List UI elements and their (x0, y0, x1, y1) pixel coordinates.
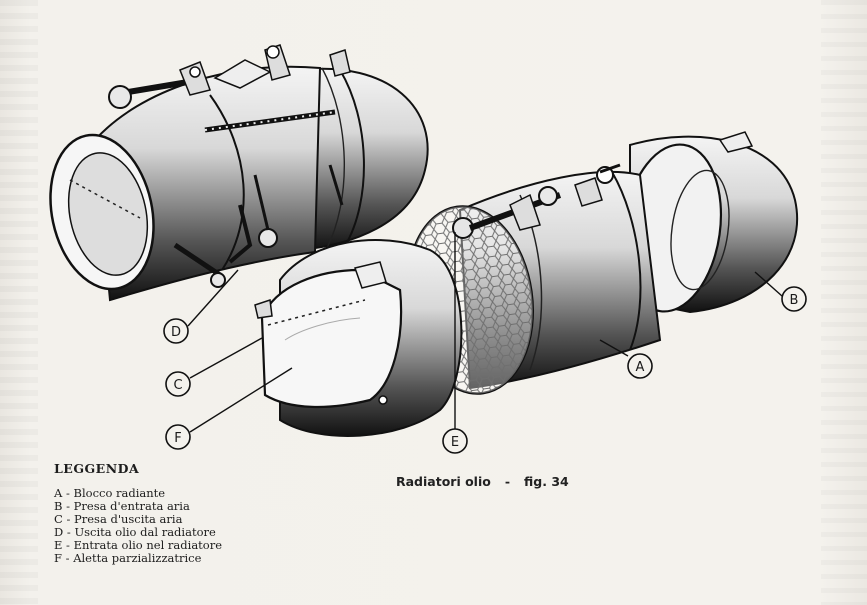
callout-e: E (442, 428, 468, 454)
legend-item-e: E - Entrata olio nel radiatore (54, 538, 223, 552)
legend-item-c: C - Presa d'uscita aria (54, 512, 183, 526)
legend-item-d: D - Uscita olio dal radiatore (54, 525, 216, 539)
legend-item-a: A - Blocco radiante (54, 486, 166, 500)
legend-text: Presa d'entrata aria (73, 499, 190, 513)
caption-figure-number: fig. 34 (524, 474, 569, 489)
svg-text:A: A (636, 360, 645, 375)
legend-item-f: F - Aletta parzializzatrice (54, 551, 202, 565)
caption-title: Radiatori olio (396, 474, 491, 489)
svg-text:B: B (790, 293, 799, 308)
legend-text: Blocco radiante (73, 486, 166, 500)
legend-key: E (54, 538, 63, 552)
svg-text:F: F (174, 431, 181, 446)
leader-lines (187, 232, 783, 433)
legend: LEGGENDA A - Blocco radiante B - Presa d… (54, 462, 314, 565)
right-margin-bleed (821, 0, 867, 605)
legend-text: Uscita olio dal radiatore (74, 525, 216, 539)
legend-title: LEGGENDA (54, 461, 140, 476)
assembled-radiator (49, 44, 429, 302)
legend-key: C (54, 512, 63, 526)
callout-b: B (781, 286, 807, 312)
svg-text:C: C (173, 378, 182, 393)
svg-text:E: E (451, 435, 459, 450)
exploded-radiator (254, 131, 799, 438)
left-margin-bleed (0, 0, 38, 605)
legend-key: A (54, 486, 63, 500)
callout-c: C (165, 371, 191, 397)
figure-caption: Radiatori olio-fig. 34 (396, 474, 569, 489)
legend-item-b: B - Presa d'entrata aria (54, 499, 190, 513)
legend-key: D (54, 525, 64, 539)
caption-separator: - (504, 474, 511, 489)
callout-d: D (163, 318, 189, 344)
legend-key: B (54, 499, 63, 513)
legend-text: Aletta parzializzatrice (73, 551, 202, 565)
legend-text: Entrata olio nel radiatore (73, 538, 223, 552)
callout-f: F (165, 424, 191, 450)
legend-text: Presa d'uscita aria (74, 512, 183, 526)
svg-text:D: D (171, 325, 181, 340)
callout-a: A (627, 353, 653, 379)
legend-key: F (54, 551, 62, 565)
